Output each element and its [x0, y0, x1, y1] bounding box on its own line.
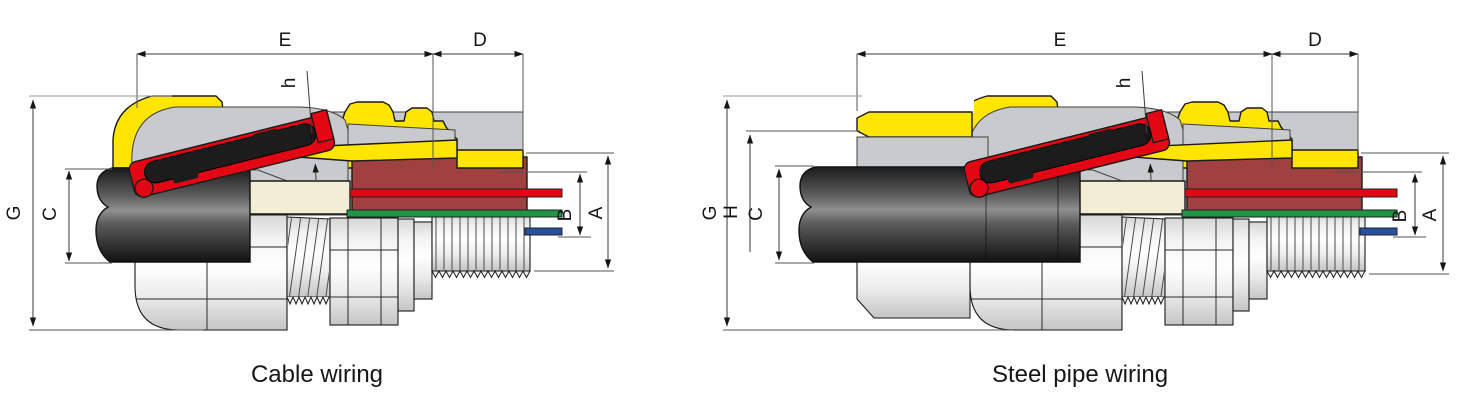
- caption-cable-wiring: Cable wiring: [251, 361, 383, 388]
- dim-label-g: G: [4, 206, 25, 221]
- dimensions-right: E D G H C h B A: [700, 30, 1449, 331]
- dim-label-b: B: [1390, 210, 1411, 223]
- dim-label-h-height: H: [721, 205, 742, 219]
- dim-label-h: h: [1114, 78, 1135, 89]
- dimensions-left: E D G C h B A: [4, 30, 614, 331]
- dim-label-d: D: [473, 30, 487, 51]
- cable-wiring-diagram: E D G C h B A Cable wiring: [4, 30, 614, 388]
- dim-label-e: E: [279, 30, 292, 51]
- dim-label-b: B: [555, 209, 576, 222]
- caption-steel-pipe-wiring: Steel pipe wiring: [992, 361, 1168, 388]
- pipe-adapter-flange: [856, 111, 973, 138]
- dim-label-e: E: [1054, 30, 1067, 51]
- dim-label-h: h: [279, 78, 300, 89]
- dim-label-g: G: [700, 206, 721, 221]
- dim-label-a: A: [1420, 208, 1441, 221]
- steel-pipe-wiring-diagram: E D G H C h B A Steel pipe wiri: [700, 30, 1449, 388]
- cap-curve-mask: [940, 86, 974, 113]
- pipe-adapter-sleeve: [856, 136, 989, 169]
- dim-label-a: A: [586, 206, 607, 219]
- dim-label-d: D: [1308, 30, 1322, 51]
- dim-label-c: C: [40, 207, 61, 221]
- dim-label-c: C: [746, 207, 767, 221]
- steel-pipe: [798, 166, 1081, 263]
